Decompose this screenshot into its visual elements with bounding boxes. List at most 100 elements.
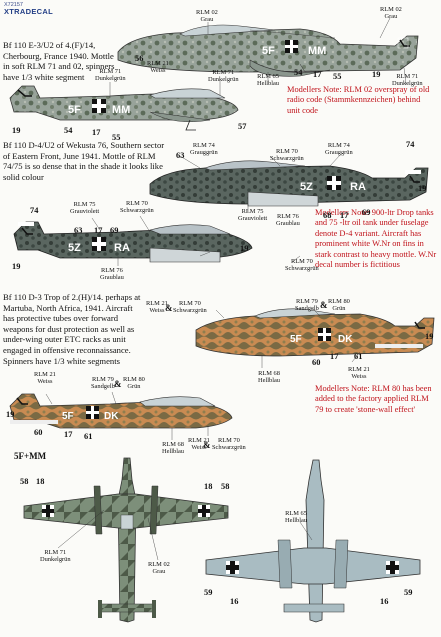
brand-name: XTRADECAL (4, 7, 53, 17)
svg-text:MM: MM (112, 104, 130, 116)
decal-number: 69 (110, 226, 119, 235)
decal-number: 17 (94, 226, 103, 235)
rlm-label: RLM 02 Grau (148, 561, 170, 576)
profile3-upper-aircraft: 5F DK (195, 308, 435, 357)
decal-number: 19 (425, 332, 434, 341)
ampersand: & (114, 379, 122, 389)
rlm-label: RLM 71 Dunkelgrün (392, 73, 423, 88)
decal-number: 61 (84, 432, 93, 441)
planform-title: 5F+MM (14, 451, 47, 461)
profile3-lower-aircraft: 5F DK (9, 393, 233, 429)
rlm-label: RLM 21 Weiss (348, 366, 370, 381)
rlm-label: RLM 76 Graublau (276, 213, 300, 228)
profile2-note: Modellers Note: 900-ltr Drop tanks and 7… (315, 208, 437, 270)
profile1-description: Bf 110 E-3/U2 of 4.(F)/14, Cherbourg, Fr… (3, 40, 115, 82)
rlm-label: RLM 75 Grauviolett (238, 208, 268, 223)
decal-number: 17 (313, 70, 322, 79)
rlm-label: RLM 74 Grauggrün (190, 142, 218, 157)
decal-number: 61 (354, 352, 363, 361)
svg-text:5Z: 5Z (68, 242, 81, 254)
decal-number: 19 (240, 244, 249, 253)
profile1-code-left: 5F (262, 45, 275, 57)
rlm-label: RLM 76 Graublau (100, 267, 124, 282)
profile3-note: Modellers Note: RLM 80 has been added to… (315, 384, 432, 414)
rlm-label: RLM 68 Hellblau (258, 370, 281, 385)
decal-number: 19 (6, 410, 15, 419)
decal-number: 16 (380, 597, 389, 606)
decal-number: 68 (323, 211, 332, 220)
decal-number: 55 (112, 133, 121, 142)
rlm-label: RLM 70 Schwarzgrün (285, 258, 319, 273)
rlm-label: RLM 68 Hellblau (162, 441, 185, 456)
brand-code: X72157 (4, 2, 23, 8)
profile1-code-right: MM (308, 45, 326, 57)
rlm-label: RLM 21 Weiss (147, 60, 169, 75)
decal-number: 55 (333, 72, 342, 81)
decal-number: 18 (36, 477, 45, 486)
decal-number: 17 (64, 430, 73, 439)
rlm-label: RLM 02 Grau (196, 9, 218, 24)
svg-text:5Z: 5Z (300, 181, 313, 193)
profile1-lower-aircraft: 5F MM (9, 85, 239, 131)
decal-number: 17 (340, 211, 349, 220)
rlm-label: RLM 21 Weiss (34, 371, 56, 386)
profile3-description: Bf 110 D-3 Trop of 2.(H)/14. perhaps at … (3, 292, 141, 366)
decal-number: 19 (418, 184, 427, 193)
rlm-label: RLM 71 Dunkelgrün (95, 68, 126, 83)
svg-text:DK: DK (104, 411, 119, 422)
rlm-label: RLM 70 Schwarzgrün (212, 437, 246, 452)
rlm-label: RLM 70 Schwarzgrün (120, 200, 154, 215)
profile2-upper-aircraft: 5Z RA (149, 160, 429, 207)
decal-number: 57 (238, 122, 247, 131)
ampersand: & (165, 303, 173, 313)
decal-number: 58 (20, 477, 29, 486)
svg-text:DK: DK (338, 334, 353, 345)
rlm-label: RLM 70 Schwarzgrün (173, 300, 207, 315)
rlm-label: RLM 21 Weiss (188, 437, 210, 452)
rlm-label: RLM 80 Grün (123, 376, 145, 391)
decal-number: 18 (204, 482, 213, 491)
decal-number: 59 (204, 588, 213, 597)
decal-number: 58 (221, 482, 230, 491)
profile1-note: Modellers Note: RLM 02 overspray of old … (287, 85, 430, 115)
rlm-label: RLM 74 Grauggrün (325, 142, 353, 157)
rlm-label: RLM 71 Dunkelgrün (208, 69, 239, 84)
rlm-label: RLM 21 Weiss (146, 300, 168, 315)
rlm-label: RLM 70 Schwarzgrün (270, 148, 304, 163)
ampersand: & (203, 440, 211, 450)
rlm-label: RLM 75 Grauviolett (70, 201, 100, 216)
profile2-lower-aircraft: 5Z RA (13, 221, 253, 263)
rlm-label: RLM 65 Hellblau (285, 510, 308, 525)
planform-top-view (23, 457, 229, 623)
svg-text:RA: RA (350, 181, 366, 193)
rlm-label: RLM 79 Sandgelb (91, 376, 115, 391)
decal-number: 60 (312, 358, 321, 367)
planform-bottom-view (205, 459, 421, 623)
svg-text:5F: 5F (68, 104, 81, 116)
decal-number: 17 (92, 128, 101, 137)
decal-number: 74 (406, 140, 415, 149)
rlm-label: RLM 65 Hellblau (257, 73, 280, 88)
decal-number: 16 (230, 597, 239, 606)
rlm-label: RLM 79 Sandgelb (295, 298, 319, 313)
rlm-label: RLM 71 Dunkelgrün (40, 549, 71, 564)
brand-logo: X72157 XTRADECAL (4, 2, 53, 17)
decal-number: 63 (176, 151, 185, 160)
decal-number: 19 (12, 126, 21, 135)
rlm-label: RLM 80 Grün (328, 298, 350, 313)
decal-number: 17 (330, 352, 339, 361)
decal-number: 69 (362, 208, 371, 217)
svg-text:5F: 5F (62, 411, 74, 422)
profile1-upper-aircraft: 5F MM (117, 24, 419, 77)
decal-number: 19 (12, 262, 21, 271)
profile2-description: Bf 110 D-4/U2 of Wekusta 76, Southern se… (3, 140, 165, 182)
decal-number: 63 (74, 226, 83, 235)
decal-number: 54 (64, 126, 73, 135)
decal-number: 60 (34, 428, 43, 437)
decal-number: 59 (404, 588, 413, 597)
decal-number: 74 (30, 206, 39, 215)
decal-number: 54 (294, 68, 303, 77)
svg-text:RA: RA (114, 242, 130, 254)
